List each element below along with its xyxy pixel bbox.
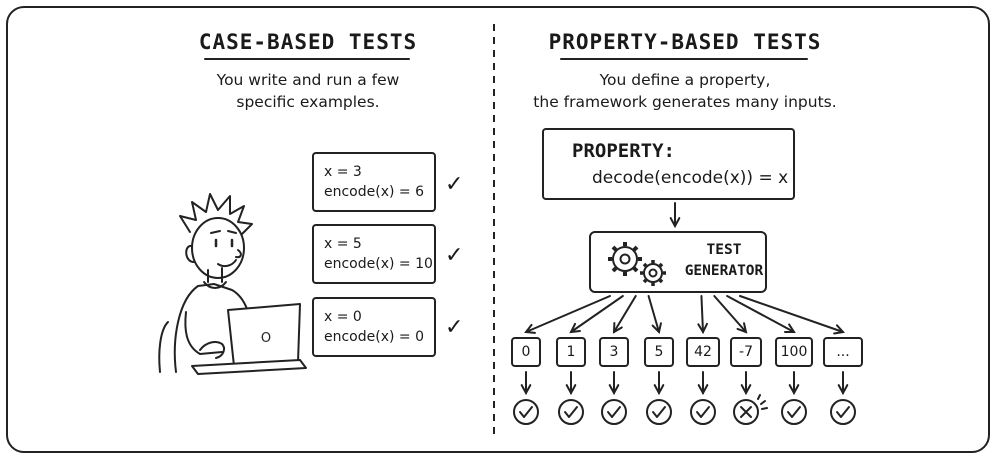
test-generator-box: TEST GENERATOR [589,231,767,293]
case-based-title-underline [204,58,410,60]
case-1-output: encode(x) = 6 [324,184,424,200]
case-based-subtitle-line1: You write and run a few [216,71,400,89]
case-based-title: CASE-BASED TESTS [198,30,418,54]
generated-input-5: 42 [686,337,720,367]
property-expression: decode(encode(x)) = x [592,168,789,188]
case-3-check-icon: ✓ [445,315,464,340]
case-3-output: encode(x) = 0 [324,329,424,345]
case-3-input: x = 0 [324,309,362,325]
generator-label-line1: TEST [706,242,742,258]
case-box-3: x = 0 encode(x) = 0 [312,297,436,357]
property-box: PROPERTY: decode(encode(x)) = x [542,128,795,200]
case-2-input: x = 5 [324,236,362,252]
diagram-frame [6,6,990,453]
generated-input-3: 3 [599,337,629,367]
gear-icon [608,242,666,286]
case-box-2: x = 5 encode(x) = 10 [312,224,436,284]
case-1-check-icon: ✓ [445,172,464,197]
case-1-input: x = 3 [324,164,362,180]
property-based-title-underline [560,58,808,60]
case-2-output: encode(x) = 10 [324,256,433,272]
property-based-subtitle-line1: You define a property, [599,71,771,89]
case-2-check-icon: ✓ [445,243,464,268]
generated-input-4: 5 [644,337,674,367]
case-based-subtitle-line2: specific examples. [236,93,380,111]
generated-input-2: 1 [556,337,586,367]
property-based-title: PROPERTY-BASED TESTS [548,30,822,54]
generated-input-8: ... [823,337,863,367]
generated-input-6: -7 [730,337,762,367]
generated-input-1: 0 [511,337,541,367]
generated-input-7: 100 [775,337,813,367]
property-label: PROPERTY: [572,140,675,162]
generator-label-line2: GENERATOR [684,263,764,279]
property-based-subtitle-line2: the framework generates many inputs. [533,93,837,111]
case-box-1: x = 3 encode(x) = 6 [312,152,436,212]
